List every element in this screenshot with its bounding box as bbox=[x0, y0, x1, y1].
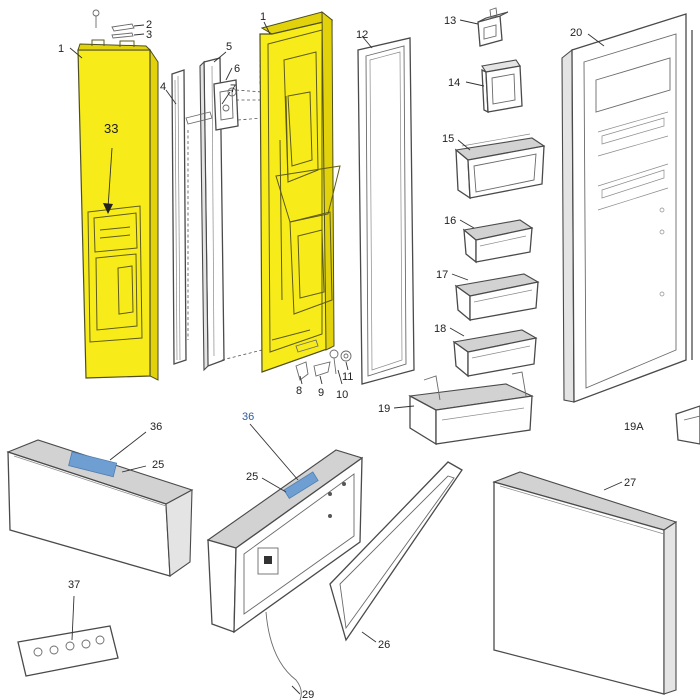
part-36-tape-center bbox=[283, 471, 319, 500]
callout-7: 7 bbox=[230, 83, 236, 95]
part-17-bin bbox=[454, 273, 540, 322]
part-12-door-gasket bbox=[357, 37, 415, 385]
part-2-3-screws bbox=[92, 9, 145, 39]
callout-labels: 1 1 2 3 4 5 6 7 8 9 10 11 12 13 14 15 16… bbox=[58, 11, 644, 700]
callout-10: 10 bbox=[336, 389, 348, 401]
part-13-bracket bbox=[477, 7, 509, 47]
part-4-gasket-strip bbox=[171, 69, 187, 365]
callout-20: 20 bbox=[570, 27, 582, 39]
part-5-frame-rail bbox=[199, 57, 225, 372]
callout-2: 2 bbox=[146, 19, 152, 31]
callout-13: 13 bbox=[444, 15, 456, 27]
part-1-inner-door-liner bbox=[259, 10, 341, 373]
part-27-freezer-drawer-front bbox=[492, 471, 678, 695]
part-25-left-drawer-front bbox=[6, 439, 194, 578]
part-37-control-board bbox=[17, 625, 119, 677]
callout-25a: 25 bbox=[152, 459, 164, 471]
part-14-small-bin bbox=[481, 59, 523, 114]
part-19A-bin bbox=[675, 405, 700, 445]
callout-11: 11 bbox=[342, 371, 353, 383]
callout-15: 15 bbox=[442, 133, 454, 145]
part-6-7-hinge-bracket bbox=[185, 79, 263, 131]
callout-37: 37 bbox=[68, 579, 80, 591]
callout-8: 8 bbox=[296, 385, 302, 397]
callout-33: 33 bbox=[104, 121, 118, 136]
callout-36a: 36 bbox=[150, 421, 162, 433]
part-1-outer-door-panel bbox=[77, 39, 159, 381]
part-19-long-bin bbox=[408, 371, 534, 446]
callout-26: 26 bbox=[378, 639, 390, 651]
callout-18: 18 bbox=[434, 323, 446, 335]
callout-12: 12 bbox=[356, 29, 368, 41]
part-26-drawer-gasket bbox=[329, 461, 463, 642]
leader-lines bbox=[69, 19, 623, 695]
callout-1a: 1 bbox=[58, 43, 64, 55]
callout-36b: 36 bbox=[242, 411, 254, 423]
callout-1b: 1 bbox=[260, 11, 266, 23]
callout-25b: 25 bbox=[246, 471, 258, 483]
callout-16: 16 bbox=[444, 215, 456, 227]
part-36-tape-left bbox=[68, 451, 118, 478]
callout-3: 3 bbox=[146, 29, 152, 41]
part-33-arrow bbox=[103, 147, 113, 214]
callout-14: 14 bbox=[448, 77, 460, 89]
callout-19: 19 bbox=[378, 403, 390, 415]
callout-5: 5 bbox=[226, 41, 232, 53]
callout-6: 6 bbox=[234, 63, 240, 75]
part-15-bin bbox=[454, 133, 546, 200]
callout-27: 27 bbox=[624, 477, 636, 489]
callout-19A: 19A bbox=[624, 421, 644, 433]
callout-9: 9 bbox=[318, 387, 324, 399]
callout-29: 29 bbox=[302, 689, 314, 700]
part-16-bin bbox=[462, 219, 534, 264]
part-20-door-liner bbox=[561, 13, 693, 403]
callout-4: 4 bbox=[160, 81, 166, 93]
parts-8-11-hardware bbox=[295, 339, 352, 381]
part-18-bin bbox=[452, 329, 538, 378]
part-25-center-drawer bbox=[206, 449, 364, 700]
callout-17: 17 bbox=[436, 269, 448, 281]
